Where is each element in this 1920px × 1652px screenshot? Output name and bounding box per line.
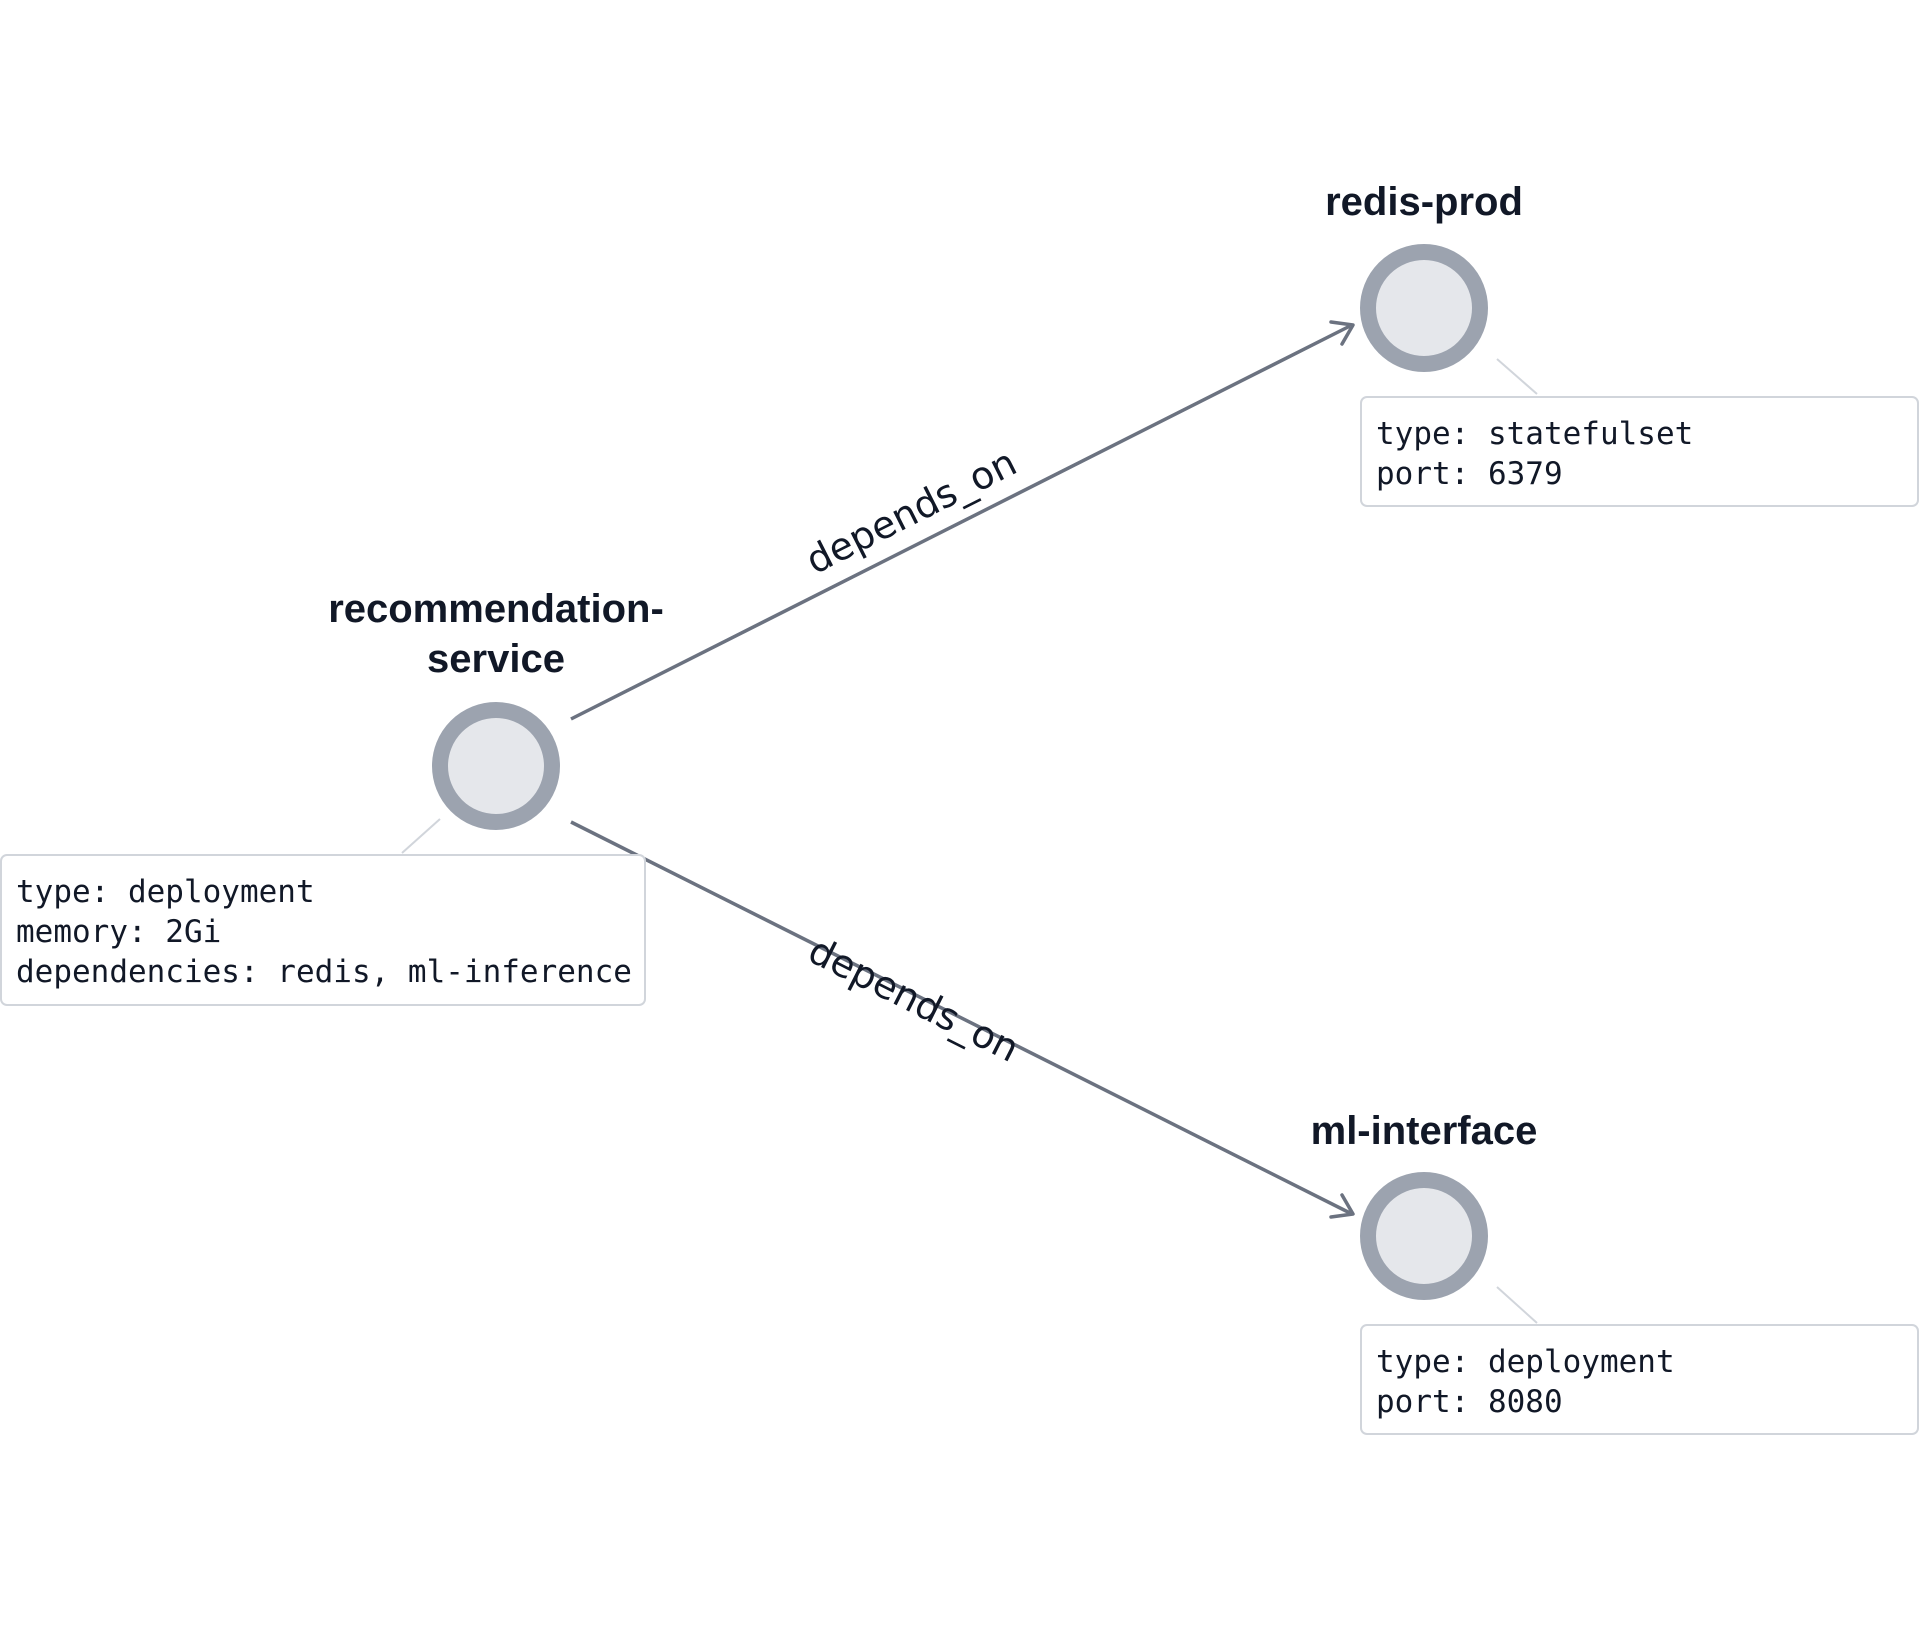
info-line: type: deployment	[16, 874, 315, 910]
node-title: ml-interface	[1311, 1109, 1538, 1153]
node-circle-icon[interactable]	[1360, 244, 1488, 372]
node-title: redis-prod	[1325, 180, 1523, 224]
node-info-box	[1360, 396, 1919, 507]
node-circle-icon[interactable]	[432, 702, 560, 830]
edge-label-to-redis: depends_on	[799, 440, 1024, 583]
info-line: type: deployment	[1376, 1344, 1675, 1380]
node-redis-prod[interactable]: redis-prod type: statefulset port: 6379	[1325, 180, 1919, 507]
edge-to-ml: depends_on	[570, 820, 1355, 1219]
info-line: port: 8080	[1376, 1384, 1563, 1420]
node-info-box	[0, 854, 646, 1006]
edge-label-to-ml: depends_on	[802, 928, 1027, 1071]
info-line: dependencies: redis, ml-inference	[16, 954, 632, 990]
info-line: port: 6379	[1376, 456, 1563, 492]
node-info-box	[1360, 1324, 1919, 1435]
arrow-head-icon	[1329, 1193, 1355, 1219]
info-leader-line	[1496, 358, 1538, 395]
node-ml-interface[interactable]: ml-interface type: deployment port: 8080	[1311, 1109, 1919, 1435]
node-circle-icon[interactable]	[1360, 1172, 1488, 1300]
info-leader-line	[401, 818, 441, 854]
info-line: memory: 2Gi	[16, 914, 221, 950]
arrow-head-icon	[1329, 320, 1355, 346]
info-leader-line	[1496, 1286, 1538, 1324]
edge-to-redis: depends_on	[570, 320, 1355, 721]
node-recommendation-service[interactable]: recommendation- service type: deployment…	[0, 587, 664, 1006]
node-title-line-1: recommendation-	[328, 587, 664, 631]
info-line: type: statefulset	[1376, 416, 1693, 452]
node-title-line-2: service	[427, 637, 565, 681]
